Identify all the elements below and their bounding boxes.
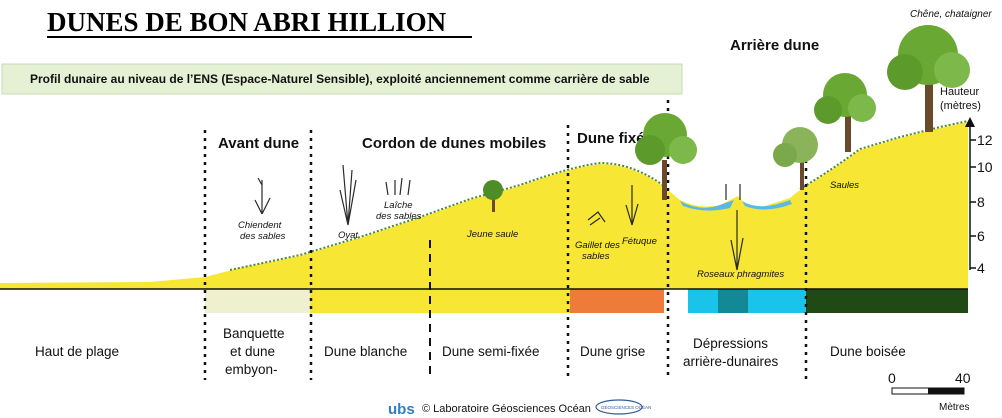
pond-water — [680, 200, 734, 211]
zone-label: Dune semi-fixée — [442, 344, 540, 359]
plant-icons — [254, 164, 744, 271]
band-dune-blanche — [310, 289, 570, 313]
pond-water-right — [742, 200, 792, 210]
section-avant-dune: Avant dune — [218, 135, 299, 152]
grass-fringe — [229, 161, 669, 271]
height-tick-label: 12 — [977, 132, 993, 148]
height-tick-label: 4 — [977, 260, 985, 276]
band-depression-1 — [688, 289, 718, 313]
plant-label: Laîche — [384, 200, 413, 211]
geosciences-logo-text: GÉOSCIENCES OCÉAN — [601, 404, 651, 410]
zone-label: Dune grise — [580, 344, 645, 359]
plant-label: Fétuque — [622, 236, 657, 247]
zone-label: Dune blanche — [324, 344, 407, 359]
zone-label: Haut de plage — [35, 344, 119, 359]
height-tick-label: 10 — [977, 159, 993, 175]
scale-min: 0 — [888, 370, 896, 386]
height-axis-ticks — [970, 139, 976, 269]
plant-label: Roseaux phragmites — [697, 269, 784, 280]
footer-credit: © Laboratoire Géosciences Océan — [422, 403, 591, 415]
geosciences-logo — [595, 399, 643, 415]
subtitle-banner — [1, 63, 683, 95]
plant-label: sables — [582, 251, 610, 262]
zone-label: et dune — [230, 344, 275, 359]
height-tick-label: 6 — [977, 228, 985, 244]
zone-separators — [203, 100, 808, 380]
oak-tree-icon — [887, 25, 970, 132]
scale-bar-dark — [928, 388, 964, 394]
plant-label: Gaillet des — [575, 240, 620, 251]
section-cordon: Cordon de dunes mobiles — [362, 135, 546, 152]
height-axis-arrow-icon — [965, 117, 975, 127]
band-dune-boisee — [806, 289, 968, 313]
tree-icon — [814, 73, 876, 152]
band-haut-plage — [0, 289, 205, 313]
scale-unit: Mètres — [939, 402, 970, 413]
plant-label: Chiendent — [238, 220, 282, 231]
plant-label: des sables — [376, 211, 422, 222]
zone-label: Dune boisée — [830, 344, 906, 359]
subtitle: Profil dunaire au niveau de l’ENS (Espac… — [30, 72, 650, 86]
band-banquette — [205, 289, 310, 313]
band-depression-3 — [748, 289, 806, 313]
dune-profile — [0, 122, 968, 289]
band-dune-grise — [570, 289, 664, 313]
section-dune-fixee: Dune fixée — [577, 130, 653, 147]
tree-icon — [635, 113, 697, 200]
plant-label: des sables — [240, 231, 286, 242]
height-axis-title: Hauteur — [940, 86, 979, 98]
zone-label: Banquette — [223, 326, 285, 341]
plant-label: Saules — [830, 180, 859, 191]
plant-label: Jeune saule — [466, 229, 518, 240]
page-title: DUNES DE BON ABRI HILLION — [47, 7, 447, 37]
scale-max: 40 — [955, 370, 971, 386]
top-right-note: Chêne, chataigner — [910, 9, 992, 20]
section-arriere-dune: Arrière dune — [730, 37, 819, 54]
ubs-logo: ubs — [388, 401, 415, 418]
height-tick-label: 8 — [977, 194, 985, 210]
zone-label: Dépressions — [693, 336, 768, 351]
height-axis-unit: (mètres) — [940, 100, 981, 112]
tree-icon — [773, 127, 818, 190]
young-willow-icon — [483, 180, 503, 212]
zone-label: embyon- — [225, 362, 278, 377]
plant-label: Oyat — [338, 230, 358, 241]
zone-label: arrière-dunaires — [683, 354, 779, 369]
band-depression-2 — [718, 289, 748, 313]
